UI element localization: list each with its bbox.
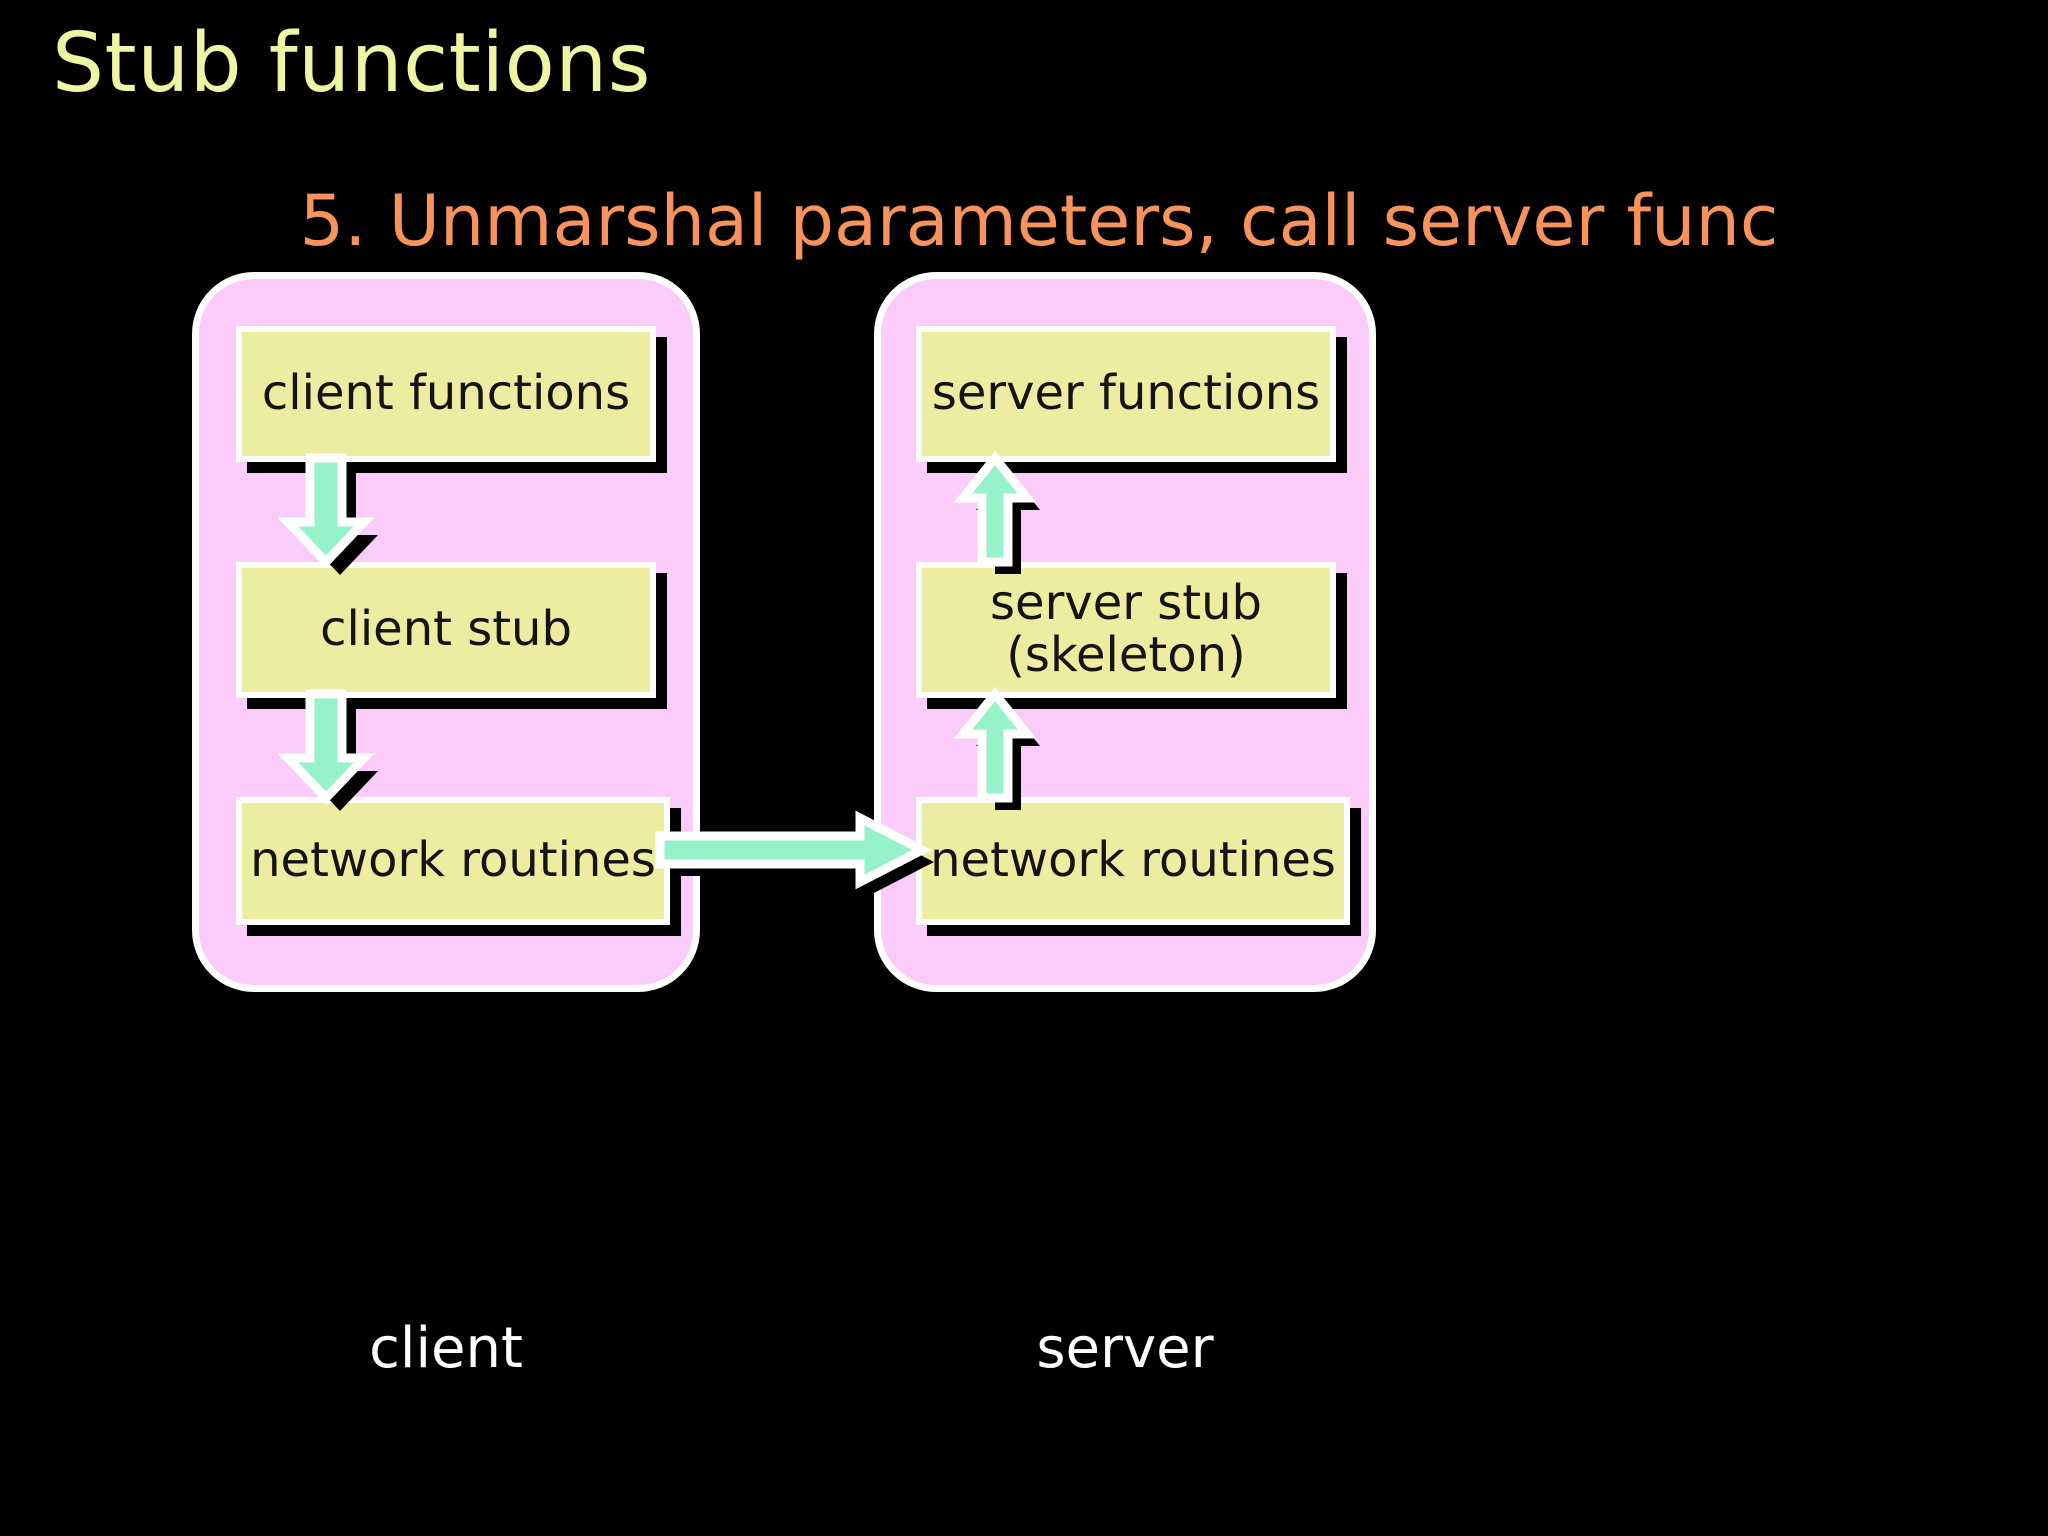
box-client-functions-label: client functions bbox=[261, 365, 631, 422]
box-client-network-routines[interactable]: network routines bbox=[236, 797, 670, 925]
arrow-server-stub-to-server-functions bbox=[953, 450, 1040, 574]
page-title: Stub functions bbox=[52, 16, 651, 111]
box-server-stub-label: server stub (skeleton) bbox=[990, 575, 1262, 683]
box-server-stub[interactable]: server stub (skeleton) bbox=[916, 562, 1336, 698]
box-server-functions[interactable]: server functions bbox=[916, 326, 1336, 462]
box-server-functions-label: server functions bbox=[931, 365, 1321, 422]
box-server-network-routines-label: network routines bbox=[930, 832, 1336, 889]
client-panel-caption: client bbox=[369, 1316, 523, 1381]
server-panel-caption: server bbox=[1036, 1316, 1214, 1381]
arrow-client-network-to-server-network bbox=[655, 810, 934, 894]
arrow-client-functions-to-client-stub bbox=[277, 453, 378, 575]
box-client-stub-label: client stub bbox=[320, 601, 572, 658]
box-server-network-routines[interactable]: network routines bbox=[916, 797, 1350, 925]
step-subtitle: 5. Unmarshal parameters, call server fun… bbox=[299, 180, 1779, 262]
box-client-stub[interactable]: client stub bbox=[236, 562, 656, 698]
arrow-client-stub-to-network-routines bbox=[277, 689, 378, 811]
arrow-server-network-routines-to-server-stub bbox=[953, 686, 1040, 810]
box-client-network-routines-label: network routines bbox=[250, 832, 656, 889]
box-client-functions[interactable]: client functions bbox=[236, 326, 656, 462]
